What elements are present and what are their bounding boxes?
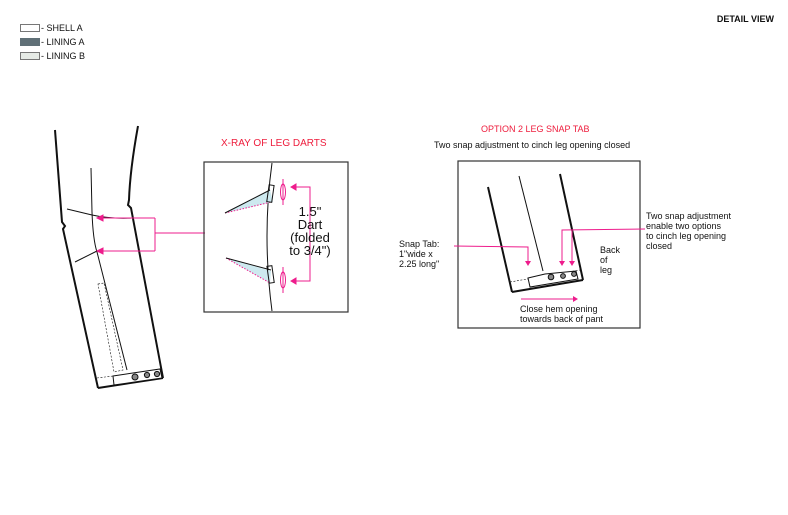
close-hem-note: Close hem opening towards back of pant [520,304,603,324]
snap-tab-drawing [453,173,646,302]
dart-size: 1.5" [298,204,322,219]
snap-icon [143,371,151,379]
snap-adjustment-note: Two snap adjustment enable two options t… [646,211,731,251]
dart-callout-arrows [95,214,205,255]
note-line: to cinch leg opening [646,231,727,241]
snap-icon [131,373,139,381]
detail-view-label: DETAIL VIEW [716,14,774,24]
close-line: Close hem opening [520,304,598,314]
note-line: enable two options [646,221,722,231]
snap-tab-detail-box [457,160,641,329]
lining-b-swatch [20,52,40,60]
xray-drawing [224,162,311,312]
tab-label-line: 2.25 long" [399,259,440,269]
back-line: of [600,255,608,265]
note-line: closed [646,241,673,251]
dart-folded: (folded [290,230,330,245]
snap-tab-subtitle: Two snap adjustment to cinch leg opening… [434,140,631,150]
lining-a-swatch [20,38,40,46]
note-line: Two snap adjustment [646,211,732,221]
back-line: leg [600,265,613,275]
xray-detail-box [203,161,349,313]
pant-leg-sketch [54,125,164,389]
dart-measurement-label: 1.5" Dart (folded to 3/4") [282,205,338,257]
back-line: Back [600,245,621,255]
legend-lining-b: - LINING B [41,51,86,61]
shell-a-swatch [20,24,40,32]
snap-tab-title: OPTION 2 LEG SNAP TAB [481,124,590,134]
dart-word: Dart [297,217,323,232]
dart-folded-size: to 3/4") [289,243,331,258]
back-of-leg-label: Back of leg [600,245,620,275]
tab-label-line: Snap Tab: [399,239,440,249]
legend-shell-a: - SHELL A [41,23,83,33]
legend-lining-a: - LINING A [41,37,85,47]
snap-icon [153,370,161,378]
snap-tab-size-label: Snap Tab: 1"wide x 2.25 long" [399,239,439,269]
close-line: towards back of pant [520,314,604,324]
xray-title: X-RAY OF LEG DARTS [221,138,327,149]
tab-label-line: 1"wide x [399,249,433,259]
